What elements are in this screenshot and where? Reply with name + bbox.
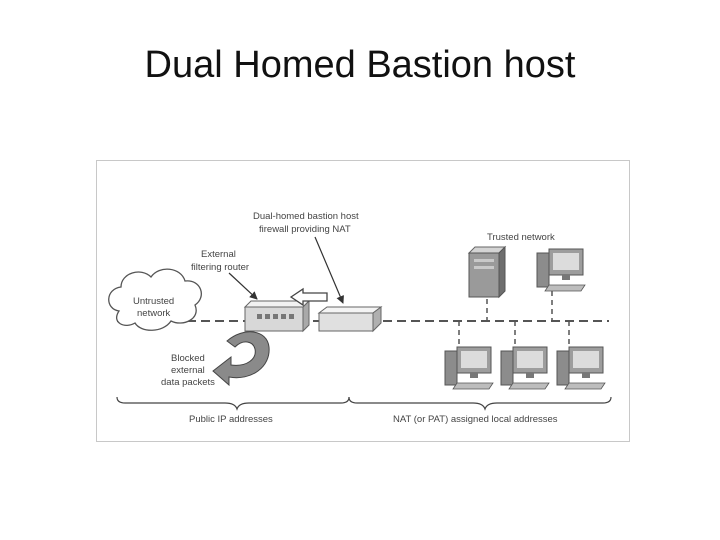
bastion-label-2: firewall providing NAT [259,224,351,235]
router-pointer [228,272,258,300]
untrusted-label-1: Untrusted [133,296,174,307]
cloud-icon [108,268,202,331]
firewall-icon [317,306,383,333]
untrusted-label-2: network [137,308,171,319]
diagram-canvas: Untrusted network External filtering rou… [108,211,612,425]
u-turn-arrow-icon [212,331,270,387]
blocked-label-3: data packets [161,377,215,388]
bastion-pointer [314,236,344,304]
server-icon [467,245,507,299]
workstation-icon [500,346,550,390]
router-label-2: filtering router [191,262,249,273]
workstation-icon [444,346,494,390]
trusted-label: Trusted network [487,232,555,243]
nat-label: NAT (or PAT) assigned local addresses [393,414,558,425]
left-arrow-icon [289,287,328,307]
slide-title: Dual Homed Bastion host [144,44,576,86]
workstation-icon [536,248,586,292]
workstation-icon [556,346,606,390]
network-diagram: Untrusted network External filtering rou… [96,160,630,442]
router-label-1: External [201,249,236,260]
lan-drops [458,281,570,346]
blocked-label-1: Blocked [171,353,205,364]
bastion-label-1: Dual-homed bastion host [253,211,359,222]
blocked-label-2: external [171,365,205,376]
router-icon [243,299,311,333]
nat-brace [348,396,612,411]
public-brace-main [116,396,350,411]
public-ip-label: Public IP addresses [189,414,273,425]
